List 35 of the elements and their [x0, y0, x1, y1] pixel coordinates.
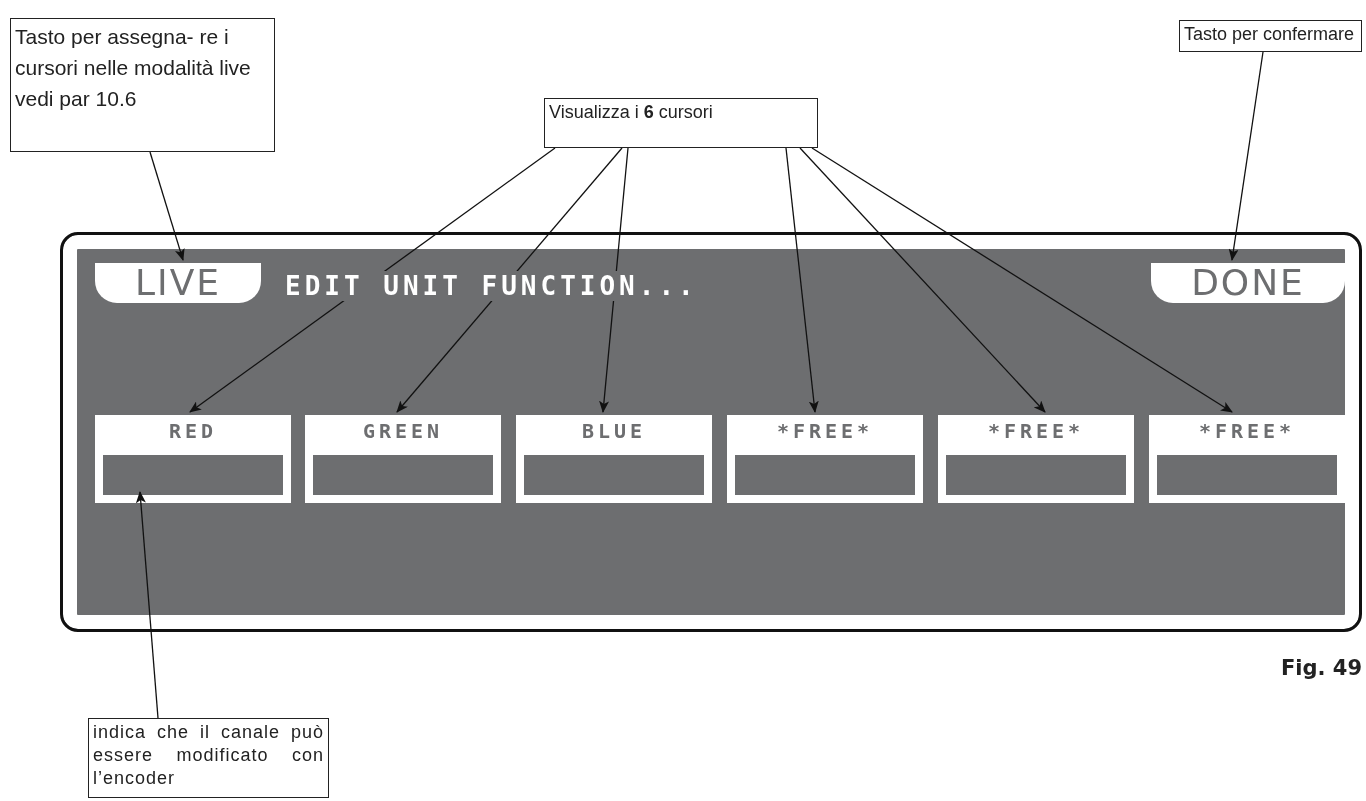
- leader-arrow: [189, 147, 556, 413]
- leader-arrow: [799, 147, 1046, 413]
- callout-box: Visualizza i 6 cursori: [544, 98, 818, 148]
- leader-arrow: [599, 147, 629, 413]
- leader-arrow: [785, 147, 819, 413]
- channel-name: *FREE*: [1197, 419, 1297, 443]
- callout-box: Tasto per confermare: [1179, 20, 1362, 52]
- value-field: [735, 455, 915, 495]
- leader-arrow: [135, 491, 159, 719]
- display-screen: [60, 232, 1362, 632]
- leader-arrow: [149, 151, 185, 261]
- channel-box: [727, 415, 923, 503]
- channel-box: [95, 415, 291, 503]
- value-field: [313, 455, 493, 495]
- figure-number: Fig. 49: [1280, 656, 1362, 680]
- screen-button: DONE: [1151, 263, 1345, 303]
- channel-name: RED: [167, 419, 219, 443]
- value-field: [103, 455, 283, 495]
- channel-name: *FREE*: [775, 419, 875, 443]
- channel-box: [305, 415, 501, 503]
- channel-name: BLUE: [580, 419, 648, 443]
- channel-box: [938, 415, 1134, 503]
- leader-arrow: [396, 147, 623, 413]
- leader-arrow: [811, 147, 1233, 413]
- channel-box: [516, 415, 712, 503]
- value-field: [1157, 455, 1337, 495]
- channel-name: GREEN: [361, 419, 445, 443]
- leader-arrow: [1228, 51, 1264, 261]
- callout-box: Tasto per assegna- re i cursori nelle modalità live vedi par 10.6: [10, 18, 275, 152]
- channel-name: *FREE*: [986, 419, 1086, 443]
- value-field: [946, 455, 1126, 495]
- value-field: [524, 455, 704, 495]
- screen-button: LIVE: [95, 263, 261, 303]
- callout-box: indica che il canale può essere modificato con l’encoder: [88, 718, 329, 798]
- channel-box: [1149, 415, 1345, 503]
